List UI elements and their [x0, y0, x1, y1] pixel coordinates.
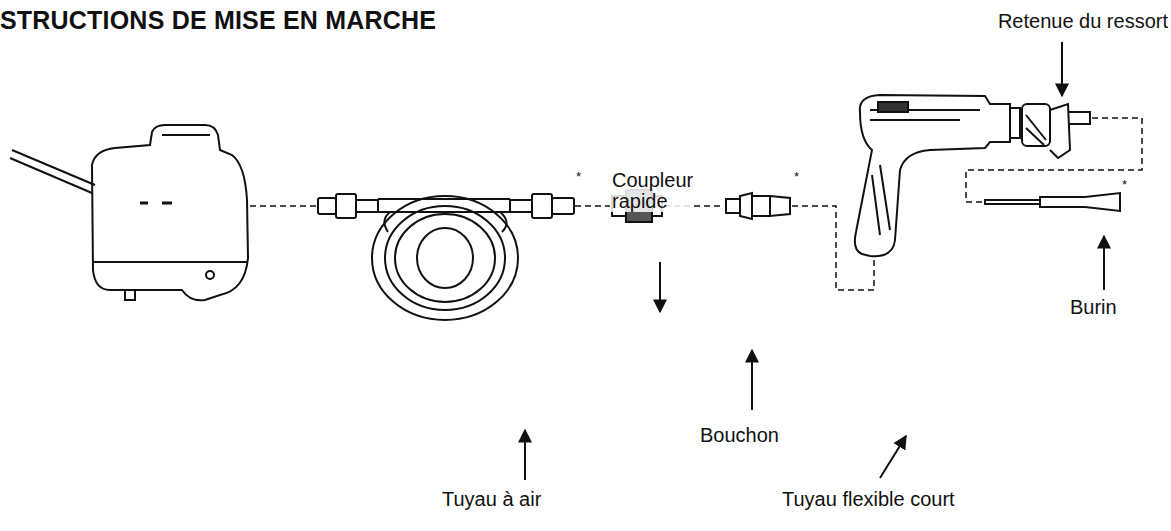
spring-retainer — [1022, 104, 1090, 158]
assembly-lines — [250, 118, 1142, 290]
air-compressor — [10, 125, 248, 300]
note-mark: * — [576, 170, 581, 185]
part-label: Burin — [1070, 296, 1117, 319]
page-title: STRUCTIONS DE MISE EN MARCHE — [0, 6, 436, 35]
chisel — [985, 193, 1120, 211]
air-hose — [318, 194, 574, 320]
part-label: Tuyau flexible court — [782, 488, 955, 511]
note-mark: * — [1122, 178, 1127, 193]
part-label: Coupleur rapide — [610, 170, 692, 212]
note-mark: * — [794, 170, 799, 185]
leader-arrows — [525, 42, 1104, 480]
part-label: Tuyau à air — [442, 488, 541, 511]
air-hammer — [855, 95, 1020, 256]
plug — [726, 193, 790, 219]
part-label: Bouchon — [700, 424, 779, 447]
part-label: Retenue du ressort — [998, 10, 1168, 33]
